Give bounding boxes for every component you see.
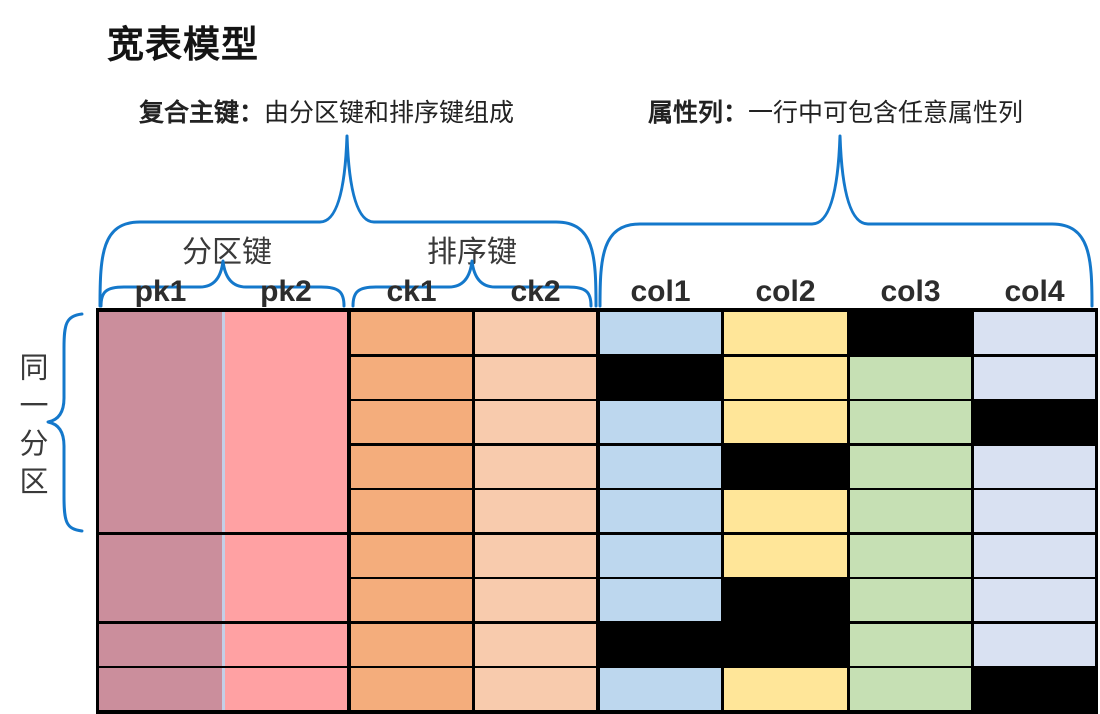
col2-cell-row-5 bbox=[724, 490, 847, 533]
column-header-col2: col2 bbox=[755, 275, 816, 308]
ck1-cell-row-1 bbox=[351, 312, 472, 355]
page-title: 宽表模型 bbox=[107, 24, 259, 65]
pk1-cell-partition-3 bbox=[99, 623, 222, 666]
column-header-col3: col3 bbox=[880, 275, 941, 308]
col4-cell-row-5 bbox=[974, 490, 1095, 533]
column-header-pk2: pk2 bbox=[260, 275, 312, 308]
col2-cell-row-2 bbox=[724, 356, 847, 399]
col4-cell-row-1 bbox=[974, 312, 1095, 355]
ck2-cell-row-8 bbox=[475, 623, 596, 666]
attribute-column-term: 属性列： bbox=[648, 99, 749, 127]
col2-cell-row-9 bbox=[724, 668, 847, 711]
ck1-cell-row-2 bbox=[351, 356, 472, 399]
col3-cell-row-3 bbox=[850, 401, 971, 444]
col1-cell-row-1 bbox=[600, 312, 721, 355]
pk1-cell-partition-1 bbox=[99, 312, 222, 533]
pk-divider-partition-2 bbox=[222, 534, 225, 622]
col1-cell-row-9 bbox=[600, 668, 721, 711]
column-header-col1: col1 bbox=[630, 275, 691, 308]
col4-cell-row-8 bbox=[974, 623, 1095, 666]
col3-cell-row-7 bbox=[850, 579, 971, 622]
col3-cell-row-9 bbox=[850, 668, 971, 711]
col2-cell-row-1 bbox=[724, 312, 847, 355]
col3-cell-row-2 bbox=[850, 356, 971, 399]
column-header-col4: col4 bbox=[1004, 275, 1065, 308]
ck1-cell-row-8 bbox=[351, 623, 472, 666]
col4-cell-row-4 bbox=[974, 445, 1095, 488]
col3-cell-row-6 bbox=[850, 534, 971, 577]
col3-cell-row-5 bbox=[850, 490, 971, 533]
pk1-cell-partition-4 bbox=[99, 668, 222, 711]
col4-cell-row-6 bbox=[974, 534, 1095, 577]
pk-divider-partition-4 bbox=[222, 668, 225, 711]
ck1-cell-row-5 bbox=[351, 490, 472, 533]
pk-divider-partition-1 bbox=[222, 312, 225, 533]
ck1-cell-row-3 bbox=[351, 401, 472, 444]
ck2-cell-row-1 bbox=[475, 312, 596, 355]
col1-cell-row-4 bbox=[600, 445, 721, 488]
ck1-cell-row-9 bbox=[351, 668, 472, 711]
ck2-cell-row-9 bbox=[475, 668, 596, 711]
column-header-pk1: pk1 bbox=[134, 275, 187, 308]
col1-cell-row-7 bbox=[600, 579, 721, 622]
pk2-cell-partition-3 bbox=[225, 623, 347, 666]
sort-key-label: 排序键 bbox=[427, 236, 517, 269]
pk2-cell-partition-4 bbox=[225, 668, 347, 711]
composite-key-desc: 由分区键和排序键组成 bbox=[264, 99, 515, 127]
attribute-column-annotation: 属性列：一行中可包含任意属性列 bbox=[648, 93, 1023, 129]
ck2-cell-row-3 bbox=[475, 401, 596, 444]
composite-key-annotation: 复合主键：由分区键和排序键组成 bbox=[139, 93, 514, 129]
ck2-cell-row-7 bbox=[475, 579, 596, 622]
pk2-cell-partition-2 bbox=[225, 534, 347, 622]
composite-key-term: 复合主键： bbox=[139, 99, 265, 127]
pk2-cell-partition-1 bbox=[225, 312, 347, 533]
col2-cell-row-6 bbox=[724, 534, 847, 577]
col4-cell-row-7 bbox=[974, 579, 1095, 622]
ck1-cell-row-7 bbox=[351, 579, 472, 622]
col1-cell-row-6 bbox=[600, 534, 721, 577]
column-header-ck1: ck1 bbox=[386, 275, 437, 308]
col2-cell-row-3 bbox=[724, 401, 847, 444]
col3-cell-row-8 bbox=[850, 623, 971, 666]
ck1-cell-row-6 bbox=[351, 534, 472, 577]
partition-key-label: 分区键 bbox=[182, 236, 272, 269]
ck1-cell-row-4 bbox=[351, 445, 472, 488]
same-partition-label: 同一分区 bbox=[15, 352, 47, 504]
pk-divider-partition-3 bbox=[222, 623, 225, 666]
column-header-ck2: ck2 bbox=[510, 275, 561, 308]
ck2-cell-row-6 bbox=[475, 534, 596, 577]
col1-cell-row-5 bbox=[600, 490, 721, 533]
ck2-cell-row-4 bbox=[475, 445, 596, 488]
pk1-cell-partition-2 bbox=[99, 534, 222, 622]
ck2-cell-row-2 bbox=[475, 356, 596, 399]
same-partition-brace bbox=[46, 312, 84, 533]
attribute-column-desc: 一行中可包含任意属性列 bbox=[748, 99, 1024, 127]
col3-cell-row-4 bbox=[850, 445, 971, 488]
col1-cell-row-3 bbox=[600, 401, 721, 444]
col4-cell-row-2 bbox=[974, 356, 1095, 399]
ck2-cell-row-5 bbox=[475, 490, 596, 533]
